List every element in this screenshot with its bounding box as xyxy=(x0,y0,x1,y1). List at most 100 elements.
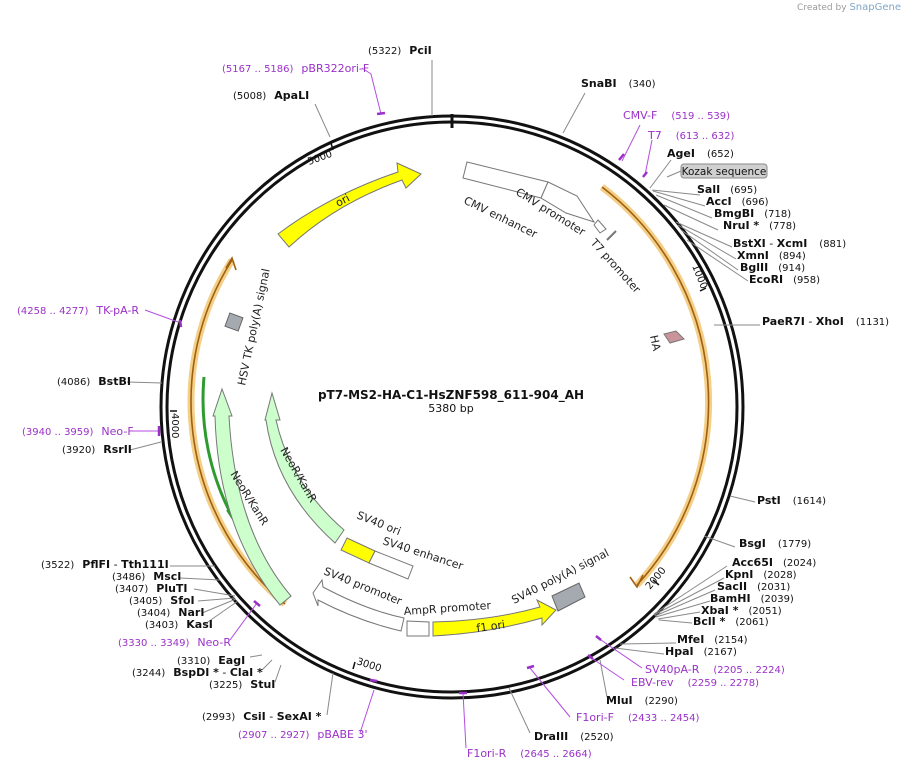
site-pos: (2024) xyxy=(783,558,816,569)
primer-callout-lines xyxy=(132,67,653,749)
site-name: BstXI xyxy=(733,237,766,250)
primer-tk-pa-r: (4258 .. 4277) TK-pA-R xyxy=(17,304,139,317)
site-draiii: DraIII (2520) xyxy=(534,730,614,743)
site-name: CsiI xyxy=(243,710,265,723)
site-name: MscI xyxy=(153,570,181,583)
site-psti: PstI(1614) xyxy=(757,494,826,507)
site-kpni: KpnI(2028) xyxy=(725,568,797,581)
primer-pbr322ori-f: (5167 .. 5186)pBR322ori-F xyxy=(222,62,369,75)
site-name: KpnI xyxy=(725,568,753,581)
site-paer7i: PaeR7I - XhoI(1131) xyxy=(762,315,889,328)
site-name: EcoRI xyxy=(749,273,783,286)
primer-neo-r: (3330 .. 3349)Neo-R xyxy=(118,636,231,649)
site-msci: (3486)MscI xyxy=(112,570,181,583)
sv40-enhancer-box xyxy=(368,550,414,580)
site-pflfi: (3522)PflFI - Tth111I xyxy=(41,558,169,571)
primer-name: Neo-F xyxy=(101,425,133,438)
sv40-polya-box xyxy=(551,582,586,612)
tick-label-4000: 4000 xyxy=(169,413,180,438)
primer-pos: (3330 .. 3349) xyxy=(118,638,190,649)
site-pos: (718) xyxy=(764,209,791,220)
site-name-2: Tth111I xyxy=(121,558,169,571)
site-name: XbaI * xyxy=(701,604,739,617)
site-name: NarI xyxy=(178,606,204,619)
ampr-promoter-arrow xyxy=(406,620,430,637)
site-bcli: BclI * (2061) xyxy=(693,615,769,628)
site-bglii: BglII(914) xyxy=(740,261,805,274)
site-name: ApaLI xyxy=(274,89,309,102)
site-eagi: (3310)EagI xyxy=(177,654,245,667)
site-name: SnaBI xyxy=(581,77,617,90)
snapgene-credit: Created by SnapGene xyxy=(797,2,901,13)
site-pos: (3407) xyxy=(115,584,148,595)
site-name: BspDI * xyxy=(173,666,219,679)
site-name: PaeR7I xyxy=(762,315,805,328)
primer-t7: T7(613 .. 632) xyxy=(647,129,735,142)
hsv-tk-polya-box xyxy=(224,312,244,332)
site-ecori: EcoRI(958) xyxy=(749,273,820,286)
f1-ori-arrow xyxy=(432,598,557,637)
primer-pos: (3940 .. 3959) xyxy=(22,427,94,438)
site-bspdi: (3244)BspDI * - ClaI * xyxy=(132,666,263,679)
site-labels: (5322)PciI SnaBI(340) AgeI(652) SalI(695… xyxy=(41,44,889,743)
site-name: MfeI xyxy=(677,633,704,646)
site-nrui: NruI *(778) xyxy=(723,219,796,232)
primer-name: TK-pA-R xyxy=(95,304,139,317)
site-pos: (696) xyxy=(742,197,769,208)
site-pos: (881) xyxy=(819,239,846,250)
site-name: BmgBI xyxy=(714,207,754,220)
site-name: BclI * xyxy=(693,615,726,628)
kozak-label: Kozak sequence xyxy=(682,166,767,178)
feature-label-ampr-promoter: AmpR promoter xyxy=(403,599,492,618)
plasmid-length: 5380 bp xyxy=(428,402,473,415)
primer-ebv-rev: EBV-rev(2259 .. 2278) xyxy=(631,676,759,689)
site-pos: (1614) xyxy=(793,496,826,507)
orf-arc-main-arrowhead xyxy=(629,574,644,589)
site-pos: (3244) xyxy=(132,668,165,679)
feature-label-ori: ori xyxy=(333,191,352,209)
site-name: Acc65I xyxy=(732,556,773,569)
primer-pos: (2907 .. 2927) xyxy=(238,730,310,741)
site-name: BamHI xyxy=(710,592,751,605)
site-xmni: XmnI(894) xyxy=(737,249,806,262)
site-name: NruI * xyxy=(723,219,759,232)
site-pos: (2061) xyxy=(735,617,768,628)
site-pos: (2520) xyxy=(580,732,613,743)
primer-pbabe-3: (2907 .. 2927) pBABE 3' xyxy=(238,728,368,741)
site-nari: (3404)NarI xyxy=(137,606,204,619)
site-name-2: XcmI xyxy=(777,237,808,250)
site-callout-lines xyxy=(126,60,760,734)
site-pos: (5322) xyxy=(368,46,401,57)
site-name: PflFI xyxy=(82,558,110,571)
primer-name: pBABE 3' xyxy=(317,728,367,741)
site-name-2: XhoI xyxy=(816,315,844,328)
site-pos: (3403) xyxy=(145,620,178,631)
site-bstxi: BstXI - XcmI(881) xyxy=(733,237,846,250)
site-mfei: MfeI(2154) xyxy=(677,633,748,646)
site-pos: (3225) xyxy=(209,680,242,691)
primer-labels: (5167 .. 5186)pBR322ori-F CMV-F(519 .. 5… xyxy=(17,62,785,760)
ori-arrow xyxy=(277,162,422,248)
t7-promoter-tick xyxy=(606,230,617,241)
primer-cmv-f: CMV-F(519 .. 539) xyxy=(623,109,730,122)
site-name: SalI xyxy=(697,183,720,196)
orf-arc-left-arrowhead xyxy=(225,256,237,271)
sv40-promoter-arrow xyxy=(312,578,405,632)
site-bmgbi: BmgBI (718) xyxy=(714,207,791,220)
site-name: KasI xyxy=(186,618,213,631)
site-name: DraIII xyxy=(534,730,568,743)
orf-arc-main xyxy=(599,184,713,588)
site-pos: (2031) xyxy=(757,582,790,593)
primer-name: CMV-F xyxy=(623,109,657,122)
site-pos: (2993) xyxy=(202,712,235,723)
site-bsgi: BsgI(1779) xyxy=(739,537,811,550)
site-snabi: SnaBI(340) xyxy=(581,77,656,90)
neor-outer-arrow xyxy=(212,387,292,606)
site-acci: AccI(696) xyxy=(706,195,769,208)
primer-pos: (4258 .. 4277) xyxy=(17,306,89,317)
credit-prefix: Created by xyxy=(797,3,847,13)
site-name: SacII xyxy=(717,580,747,593)
neor-inner-arrow xyxy=(264,391,345,544)
site-hpai: HpaI(2167) xyxy=(665,645,737,658)
